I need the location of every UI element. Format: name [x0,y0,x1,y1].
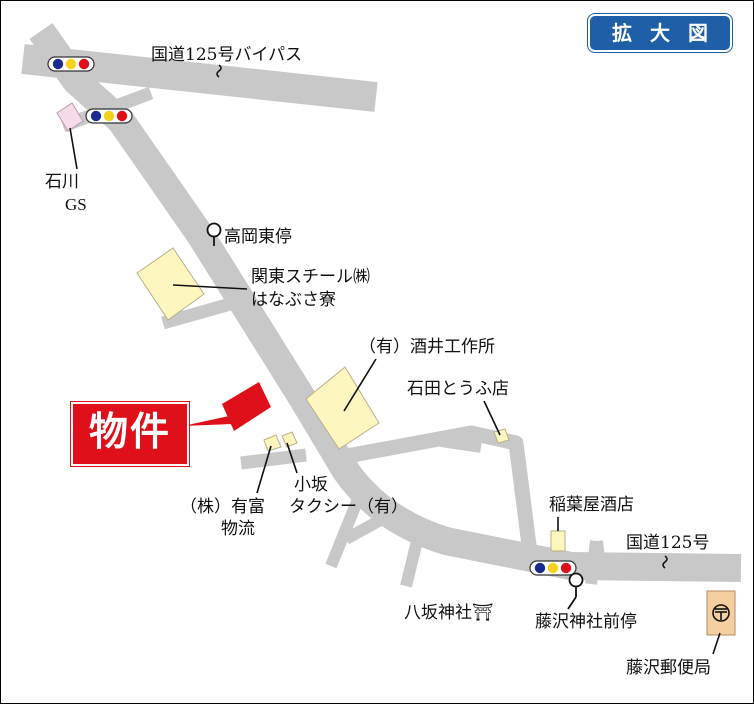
label-inabaya-liquor: 稲葉屋酒店 [549,495,634,515]
leader-yutomi [256,445,272,494]
bus-stop-icon [206,222,222,246]
building-yutomi [263,434,282,452]
label-yutomi-logistics: 物流 [221,519,255,539]
road-south-2 [343,511,389,545]
leader-ishikawa-gs [69,127,78,170]
traffic-signal-icon [85,108,133,124]
label-fujisawa-post-office: 藤沢郵便局 [626,658,711,678]
road-east-stub [440,435,482,453]
traffic-signal-icon [47,56,95,72]
label-fujisawa-stop: 藤沢神社前停 [535,612,637,632]
building-ishida-tofu [493,428,510,444]
leader-sakai [343,358,377,412]
leader-ishida-tofu [483,400,501,436]
road-network [21,22,742,588]
label-sakai-works: （有）酒井工作所 [359,337,495,357]
zoomed-map-title-badge: 拡大図 [587,13,733,53]
building-ishikawa-gs [56,102,84,132]
building-kanto-steel [136,247,205,321]
building-kosaka [281,431,298,448]
traffic-signal-icon [529,560,577,576]
label-ishikawa: 石川 [45,172,79,192]
wavy-road-mark-icons [216,64,668,569]
label-kosaka-taxi: タクシー（有） [289,497,408,517]
property-badge: 物件 [70,401,190,467]
label-kosaka: 小坂 [294,475,328,495]
building-inabaya [550,530,566,552]
label-gs: GS [65,195,87,214]
label-kanto-steel: 関東スチール㈱ [251,267,370,287]
property-marker [222,382,271,431]
road-left-spur-mid [161,294,243,330]
leader-lines [69,127,721,655]
post-office-icon [712,604,730,622]
road-main-diagonal [29,22,742,582]
label-yutomi: （株）有富 [180,497,265,517]
bus-stop-icon [567,572,584,610]
road-east-stub-2 [591,540,605,562]
leader-kosaka [286,442,298,474]
leader-kanto-steel [172,284,248,290]
road-south-1 [325,496,364,569]
leader-fujisawa-post [712,632,721,655]
road-left-spur-low [240,448,307,470]
wavy-road-mark-icon [216,64,222,78]
label-ishida-tofu: 石田とうふ店 [407,379,509,399]
road-east-branch [329,425,539,562]
wavy-road-mark-icon [662,555,668,569]
label-takaoka-stop: 高岡東停 [224,227,292,247]
road-south-3 [400,531,425,588]
label-route125: 国道125号 [626,533,710,553]
label-route125-bypass: 国道125号バイパス [151,45,303,65]
property-pointer [183,416,232,426]
label-yasaka-shrine: 八坂神社⛩ [404,603,494,623]
label-hanabusa-dorm: はなぶさ寮 [251,290,336,310]
building-sakai [305,366,380,450]
